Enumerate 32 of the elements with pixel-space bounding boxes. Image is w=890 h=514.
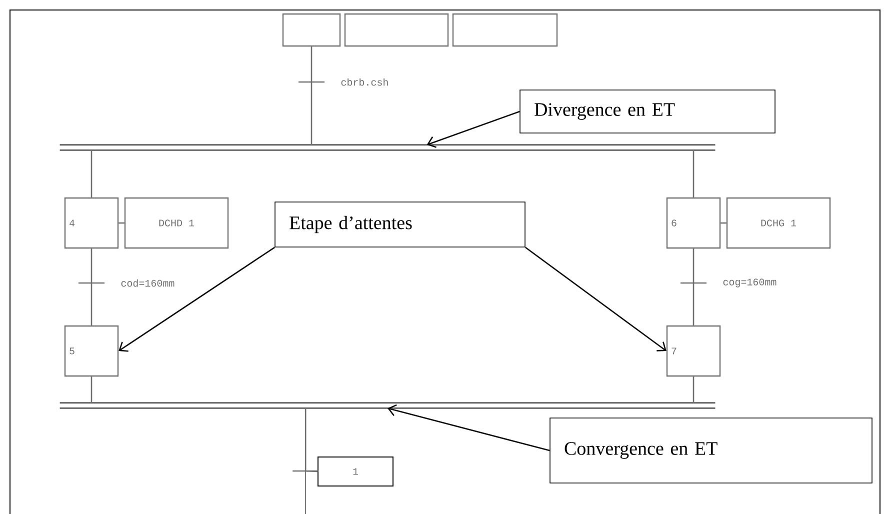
transition-label: cbrb.csh [341,78,388,86]
action-box [452,13,558,47]
step-box: 6 [666,197,721,249]
link-line [310,46,312,145]
link-line [304,408,318,472]
callout-arrow [426,110,520,148]
link-line [90,376,92,403]
transition-label: cog=160mm [723,278,776,288]
step-box: 4 [64,197,119,249]
callout-arrow [525,246,666,352]
link-line [692,150,694,198]
step-box [282,13,341,47]
link-line [692,376,694,403]
step-box: 1 [318,456,394,486]
callout-box: Convergence en ET [550,418,872,484]
callout-arrow [118,246,275,352]
callout-box: Divergence en ET [520,90,776,134]
callout-arrow [388,404,550,452]
link-line [90,150,92,198]
action-link [720,222,726,224]
step-box: 5 [64,325,119,377]
action-box: DCHD 1 [124,197,229,249]
action-link [118,222,124,224]
action-box [344,13,449,47]
callout-box: Etape d’attentes [274,202,526,248]
double-bar [60,402,716,409]
action-box: DCHG 1 [726,197,831,249]
double-bar [60,144,716,151]
step-box: 7 [666,325,721,377]
link-line [692,248,694,326]
link-line [90,248,92,326]
transition-label: cod=160mm [121,279,174,287]
